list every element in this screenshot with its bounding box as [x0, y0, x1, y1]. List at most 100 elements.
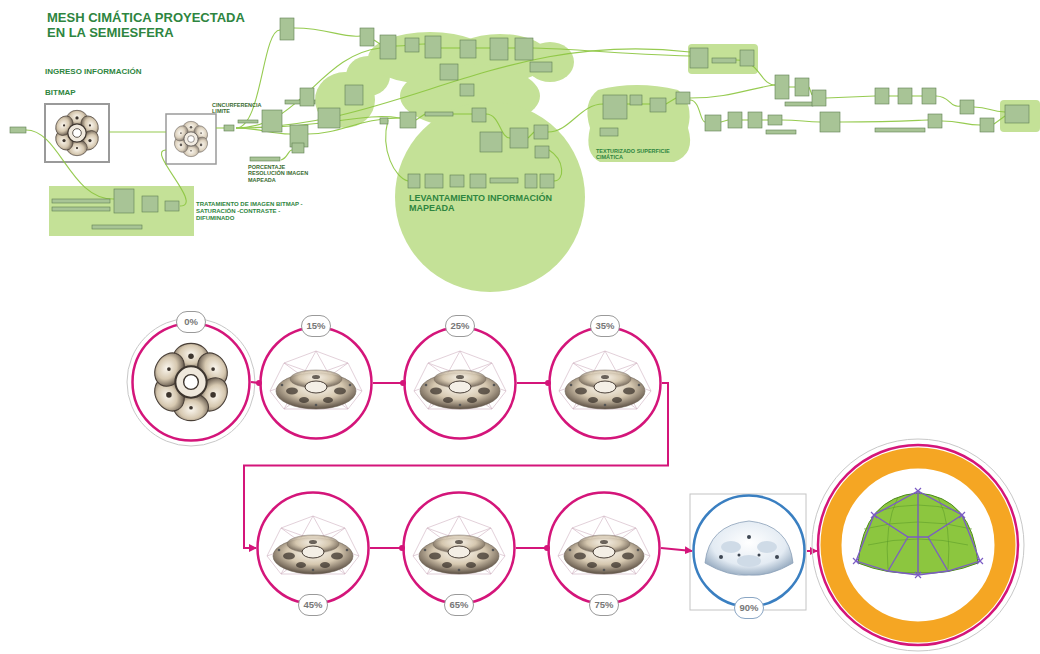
illustration-part [236, 48, 380, 128]
illustration-part [889, 95, 898, 96]
illustration-part [374, 40, 380, 44]
illustration-part [45, 104, 109, 162]
illustration-part [142, 196, 158, 212]
illustration-part [535, 146, 549, 158]
illustration-part [52, 207, 110, 211]
illustration-part [748, 112, 762, 128]
illustration-part [936, 96, 960, 106]
illustration-part [92, 225, 142, 229]
flow-connector [373, 382, 403, 384]
illustration-part [408, 174, 420, 188]
parameter-label: PORCENTAJE RESOLUCIÓN IMAGEN MAPEADA [248, 164, 314, 183]
illustration-part [425, 174, 443, 188]
stage-circle: 25% [403, 326, 517, 440]
illustration-part [294, 28, 360, 36]
illustration-part [758, 554, 761, 557]
percentage-badge: 35% [590, 315, 620, 337]
illustration-part [386, 120, 408, 181]
illustration-part [812, 90, 826, 106]
parameter-label: CINCURFERENCIA LIMITE [212, 102, 274, 115]
illustration-part [747, 535, 751, 539]
illustration-part [510, 128, 528, 148]
illustration-part [525, 174, 537, 188]
illustration-part [690, 100, 705, 122]
illustration-part [721, 541, 741, 553]
illustration-part [490, 178, 518, 183]
illustration-part [888, 537, 908, 571]
illustration-part [472, 108, 486, 122]
illustration-part [127, 318, 255, 446]
stage-circle: 35% [548, 326, 662, 440]
illustration-part [414, 351, 506, 409]
percentage-badge: 90% [734, 597, 764, 619]
illustration-part [915, 572, 921, 578]
stage-circle: 90% [692, 494, 806, 608]
illustration-part [1000, 100, 1040, 132]
illustration-part [10, 127, 26, 133]
stage-circle: 15% [259, 326, 373, 440]
illustration-part [690, 48, 708, 68]
percentage-badge: 75% [589, 594, 619, 616]
illustration-part [450, 175, 464, 187]
illustration-part [530, 62, 552, 72]
illustration-part [26, 28, 1005, 206]
illustration-part [405, 38, 419, 52]
illustration-part [558, 516, 650, 574]
illustration-part [768, 115, 782, 125]
illustration-part [440, 64, 458, 80]
percentage-badge: 45% [298, 594, 328, 616]
illustration-part [795, 78, 809, 96]
illustration-part [782, 120, 820, 122]
illustration-part [738, 554, 741, 557]
illustration-part [994, 116, 1005, 124]
illustration-part [161, 150, 186, 206]
illustration-part [166, 114, 216, 164]
node-outline [547, 491, 661, 605]
illustration-part [818, 445, 1018, 645]
illustration-part [812, 439, 1024, 651]
illustration-part [380, 35, 396, 59]
illustration-part [820, 112, 840, 132]
illustration-part [719, 555, 723, 559]
illustration-part [762, 119, 768, 120]
illustration-part [425, 36, 441, 58]
illustration-part [688, 44, 758, 74]
illustration-part [172, 121, 211, 156]
node-outline [131, 322, 251, 442]
illustration-part [712, 58, 736, 63]
illustration-part [928, 537, 948, 571]
illustration-part [416, 114, 425, 120]
node-outline [259, 326, 373, 440]
illustration-part [666, 98, 676, 104]
percentage-badge: 65% [444, 594, 474, 616]
illustration-part [292, 143, 304, 153]
flow-connector [370, 547, 402, 549]
illustration-part [114, 189, 134, 213]
illustration-part [721, 120, 728, 122]
illustration-part [413, 516, 505, 574]
illustration-part [480, 132, 502, 152]
illustration-part [719, 535, 779, 559]
illustration-part [856, 491, 980, 575]
illustration-part [360, 28, 374, 46]
illustration-part [453, 113, 472, 114]
illustration-part [650, 98, 666, 112]
illustration-part [441, 47, 460, 48]
group-blob-shape [587, 85, 690, 162]
illustration-part [26, 130, 114, 199]
illustration-part [917, 491, 918, 575]
stage-ring [694, 496, 805, 607]
illustration-part [942, 121, 980, 125]
illustration-part [149, 343, 233, 420]
illustration-part [912, 95, 922, 96]
illustration-part [224, 125, 234, 131]
illustration-part [690, 85, 775, 98]
percentage-badge: 25% [445, 315, 475, 337]
illustration-part [600, 128, 618, 136]
illustration-part [300, 88, 314, 106]
illustration-part [400, 112, 416, 128]
stage-ring [550, 328, 661, 439]
illustration-part [109, 131, 166, 132]
